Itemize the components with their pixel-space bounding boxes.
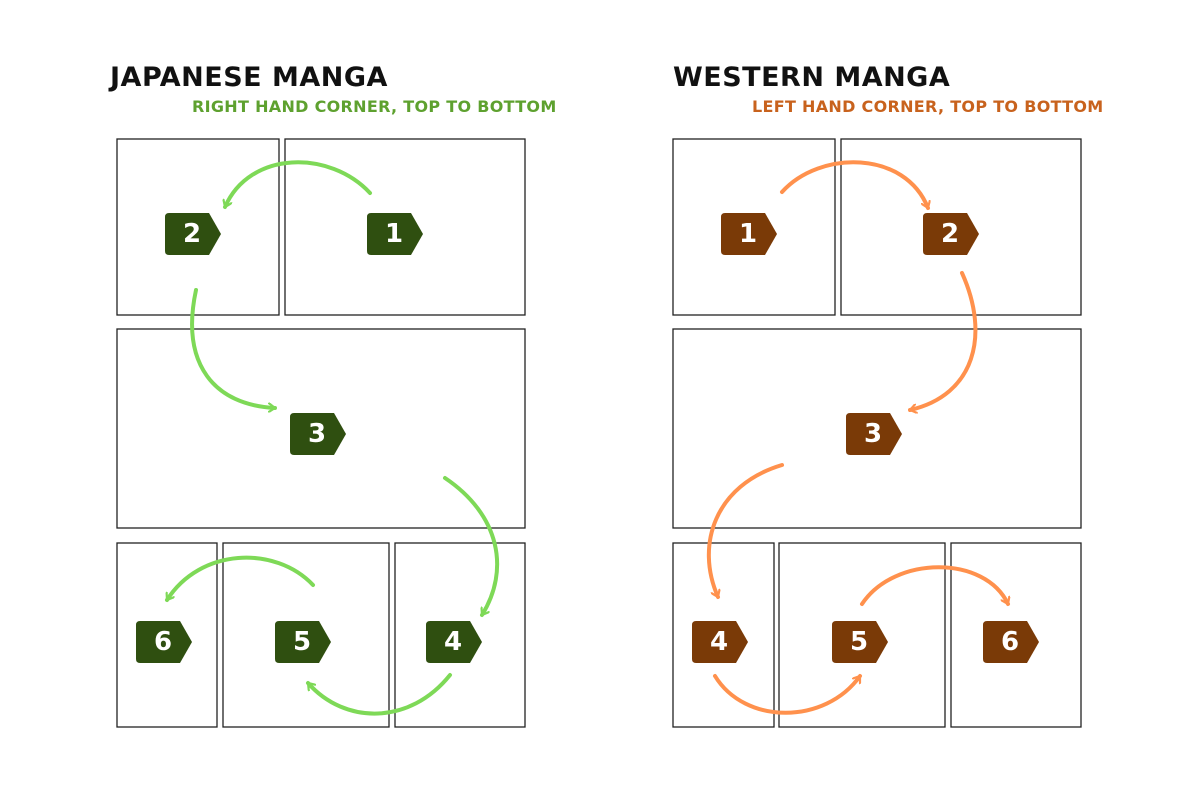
japanese-manga-page: 1 2 3 4 5 6: [116, 138, 526, 728]
jp-tag-6: 6: [136, 621, 192, 663]
jp-panel-2: [116, 138, 280, 316]
we-tag-2: 2: [923, 213, 979, 255]
we-panel-3: [672, 328, 1082, 529]
western-manga-title: WESTERN MANGA: [673, 62, 951, 93]
western-manga-page: 1 2 3 4 5 6: [672, 138, 1082, 728]
we-tag-3-label: 3: [864, 419, 882, 449]
we-panel-1: [672, 138, 836, 316]
we-tag-6-label: 6: [1001, 627, 1019, 657]
we-tag-4: 4: [692, 621, 748, 663]
jp-tag-4: 4: [426, 621, 482, 663]
jp-arrow-2-to-3: [190, 288, 277, 408]
jp-tag-1: 1: [367, 213, 423, 255]
we-tag-1: 1: [721, 213, 777, 255]
we-tag-6: 6: [983, 621, 1039, 663]
we-panel-4: [672, 542, 775, 728]
japanese-manga-subtitle: RIGHT HAND CORNER, TOP TO BOTTOM: [192, 97, 557, 116]
jp-arrow-1-to-2: [225, 160, 372, 209]
jp-panel-1: [284, 138, 526, 316]
we-panel-5: [778, 542, 946, 728]
we-arrow-3-to-4: [706, 463, 784, 599]
we-tag-5-label: 5: [850, 627, 868, 657]
jp-tag-2-label: 2: [183, 219, 201, 249]
we-panel-6: [950, 542, 1082, 728]
jp-arrow-5-to-6: [165, 555, 315, 602]
we-arrow-2-to-3: [908, 271, 978, 410]
jp-tag-5-label: 5: [293, 627, 311, 657]
we-arrow-4-to-5: [713, 674, 862, 715]
jp-panel-3: [116, 328, 526, 529]
jp-panel-5: [222, 542, 390, 728]
western-manga-subtitle: LEFT HAND CORNER, TOP TO BOTTOM: [752, 97, 1104, 116]
jp-tag-5: 5: [275, 621, 331, 663]
we-panel-2: [840, 138, 1082, 316]
we-arrow-5-to-6: [860, 565, 1008, 606]
jp-panel-4: [394, 542, 526, 728]
jp-tag-4-label: 4: [444, 627, 462, 657]
we-tag-3: 3: [846, 413, 902, 455]
we-tag-2-label: 2: [941, 219, 959, 249]
jp-tag-3-label: 3: [308, 419, 326, 449]
jp-tag-3: 3: [290, 413, 346, 455]
jp-tag-6-label: 6: [154, 627, 172, 657]
we-arrow-1-to-2: [780, 160, 928, 210]
we-tag-1-label: 1: [739, 219, 757, 249]
we-tag-5: 5: [832, 621, 888, 663]
jp-tag-2: 2: [165, 213, 221, 255]
we-tag-4-label: 4: [710, 627, 728, 657]
jp-tag-1-label: 1: [385, 219, 403, 249]
japanese-manga-title: JAPANESE MANGA: [110, 62, 388, 93]
jp-panel-6: [116, 542, 218, 728]
jp-arrow-3-to-4: [443, 476, 500, 617]
jp-arrow-4-to-5: [306, 673, 452, 716]
